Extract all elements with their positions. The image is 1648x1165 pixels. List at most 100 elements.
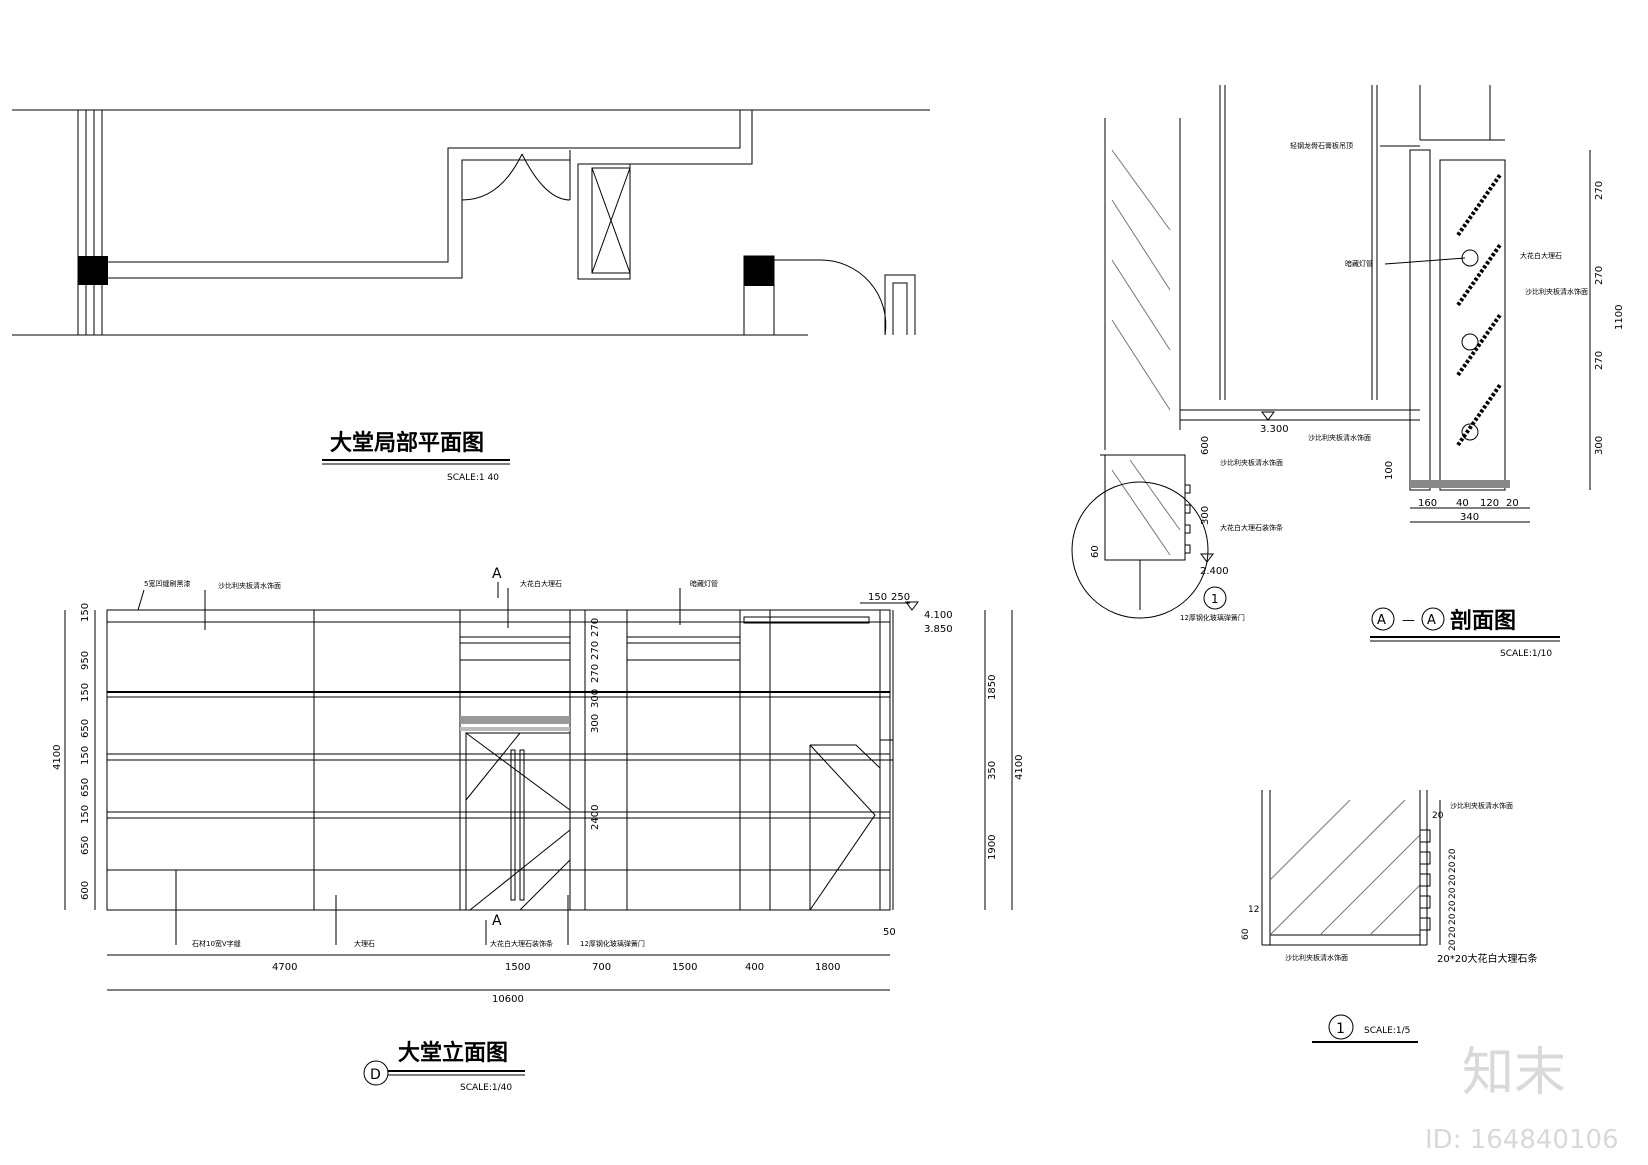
left-dim-9: 600	[80, 881, 91, 900]
plan-scale: SCALE:1 40	[447, 473, 499, 483]
detail-callouts: 沙比利夹板清水饰面 沙比利夹板清水饰面	[1285, 801, 1513, 962]
section-right-dims: 270 270 270 300 1100	[1594, 181, 1625, 455]
column-block	[78, 256, 108, 285]
section-view: 轻钢龙骨石膏板吊顶 暗藏灯管 大花白大理石 沙比利夹板清水饰面 沙比利夹板清水饰…	[1071, 85, 1625, 659]
section-right-total: 1100	[1614, 305, 1625, 330]
left-dim-4: 650	[80, 719, 91, 738]
section-bottom-total: 340	[1460, 512, 1479, 523]
left-dim-labels: 150 950 150 650 150 650 150 650 600 4100	[52, 603, 91, 900]
level-2: 3.850	[924, 624, 953, 635]
section-left-dim-4: 60	[1090, 545, 1101, 558]
section-callout-lamp: 暗藏灯管	[1345, 259, 1373, 268]
detail-left-dim-2: 60	[1241, 928, 1251, 940]
detail-scale: SCALE:1/5	[1364, 1026, 1410, 1036]
section-bottom-dim-1: 160	[1418, 498, 1437, 509]
detail-dim-9: 20	[1448, 939, 1458, 951]
section-detail-ref: 1	[1211, 592, 1219, 606]
detail-callout-strip: 20*20大花白大理石条	[1437, 952, 1537, 965]
section-callouts: 轻钢龙骨石膏板吊顶 暗藏灯管 大花白大理石 沙比利夹板清水饰面 沙比利夹板清水饰…	[1180, 141, 1588, 622]
section-marker-left: A	[1377, 613, 1386, 628]
left-dim-3: 150	[80, 683, 91, 702]
section-marker-right: A	[1427, 613, 1436, 628]
mid-dim-1: 270	[590, 618, 601, 637]
callout-marble: 大花白大理石	[520, 579, 562, 588]
section-bottom-dims: 160 40 120 20 340	[1418, 498, 1519, 523]
section-left-dim-1: 600	[1200, 436, 1211, 455]
callout-glass-door: 12厚钢化玻璃弹簧门	[580, 939, 645, 948]
hatched-marble-strips	[1456, 173, 1502, 447]
detail-left-dim-1: 12	[1248, 905, 1259, 915]
detail-dim-6: 20	[1448, 900, 1458, 912]
left-dim-1: 150	[80, 603, 91, 622]
right-dim-3: 1900	[987, 835, 998, 860]
section-scale: SCALE:1/10	[1500, 649, 1552, 659]
bottom-dim-total: 10600	[492, 994, 524, 1005]
elevation-title: 大堂立面图	[398, 1040, 508, 1066]
callout-wall-finish: 沙比利夹板清水饰面	[218, 581, 281, 590]
watermark: 知末 ID: 164840106	[1425, 1043, 1619, 1155]
section-left-dims: 600 300 100 60	[1090, 436, 1395, 558]
section-callout-wall-finish: 沙比利夹板清水饰面	[1525, 287, 1588, 296]
section-bottom-dim-3: 120	[1480, 498, 1499, 509]
callout-lamp: 暗藏灯管	[690, 579, 718, 588]
mid-dim-6: 2400	[590, 805, 601, 830]
section-right-dim-3: 270	[1594, 351, 1605, 370]
mid-dim-2: 270	[590, 641, 601, 660]
watermark-brand: 知末	[1462, 1043, 1566, 1103]
bottom-dim-labels: 4700 1500 700 1500 400 1800 10600	[272, 962, 840, 1005]
detail-callout-top: 沙比利夹板清水饰面	[1450, 801, 1513, 810]
section-level-1: 3.300	[1260, 424, 1289, 435]
section-callout-ceiling: 轻钢龙骨石膏板吊顶	[1290, 141, 1353, 150]
section-callout-marble: 大花白大理石	[1520, 251, 1562, 260]
elevation-section-mark-bottom: A	[492, 913, 502, 929]
section-right-dim-1: 270	[1594, 181, 1605, 200]
top-dim-1: 150	[868, 592, 887, 603]
callout-groove: 5宽凹缝刷黑漆	[144, 579, 190, 588]
callout-stone: 大理石	[354, 939, 375, 948]
top-dim-2: 250	[891, 592, 910, 603]
mid-dim-4: 300	[590, 689, 601, 708]
small-dim: 50	[883, 927, 896, 938]
bottom-dim-6: 1800	[815, 962, 840, 973]
right-dim-labels: 1850 350 1900 4100	[987, 675, 1025, 860]
section-title: 剖面图	[1450, 608, 1516, 634]
mid-dim-5: 300	[590, 714, 601, 733]
detail-dim-3: 20	[1448, 861, 1458, 873]
section-dash: —	[1402, 613, 1415, 628]
left-dim-2: 950	[80, 651, 91, 670]
plan-title: 大堂局部平面图	[330, 430, 484, 456]
section-callout-marble-strip: 大花白大理石装饰条	[1220, 523, 1283, 532]
detail-strips	[1419, 829, 1431, 931]
column-block	[744, 256, 774, 286]
detail-view: 20 20 20 20 20 20 20 20 20 12 60 沙比利夹板清水…	[1241, 790, 1537, 1043]
elevation-section-mark-top: A	[492, 566, 502, 582]
section-level-2: 2.400	[1200, 566, 1229, 577]
bottom-dim-1: 4700	[272, 962, 297, 973]
left-dim-total: 4100	[52, 745, 63, 770]
callout-v-seam: 石材10宽V字缝	[192, 939, 241, 948]
section-bottom-dim-2: 40	[1456, 498, 1469, 509]
detail-dim-7: 20	[1448, 913, 1458, 925]
detail-dim-8: 20	[1448, 926, 1458, 938]
elevation-view: A A 5宽凹缝刷黑漆 沙比利夹板清水饰面 大花白大理石 暗藏灯管 石材10宽V…	[52, 566, 1025, 1093]
section-callout-glass-door: 12厚钢化玻璃弹簧门	[1180, 613, 1245, 622]
right-dim-1: 1850	[987, 675, 998, 700]
detail-dim-5: 20	[1448, 887, 1458, 899]
detail-dim-2: 20	[1448, 848, 1458, 860]
bottom-dim-4: 1500	[672, 962, 697, 973]
section-left-dim-2: 300	[1200, 506, 1211, 525]
level-1: 4.100	[924, 610, 953, 621]
section-callout-wall-finish2: 沙比利夹板清水饰面	[1308, 433, 1371, 442]
plan-view: 大堂局部平面图 SCALE:1 40	[12, 109, 930, 483]
section-right-dim-2: 270	[1594, 266, 1605, 285]
left-dim-8: 650	[80, 836, 91, 855]
bottom-dim-2: 1500	[505, 962, 530, 973]
callout-marble-strip: 大花白大理石装饰条	[490, 939, 553, 948]
left-dim-5: 150	[80, 746, 91, 765]
left-dim-7: 150	[80, 805, 91, 824]
section-right-dim-4: 300	[1594, 436, 1605, 455]
elevation-scale: SCALE:1/40	[460, 1083, 512, 1093]
watermark-id: ID: 164840106	[1425, 1125, 1619, 1155]
bottom-dim-3: 700	[592, 962, 611, 973]
